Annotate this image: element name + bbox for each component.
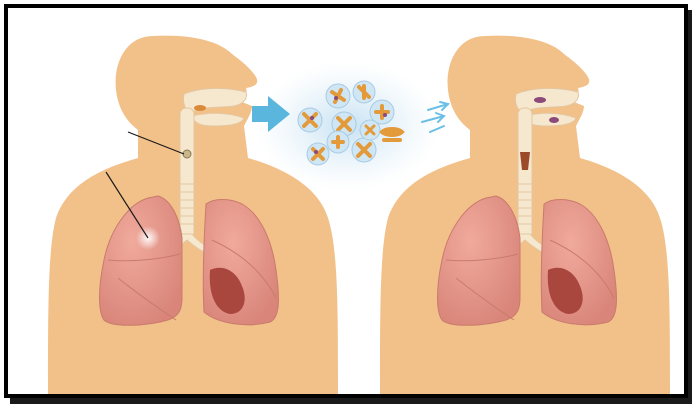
particle: [352, 138, 376, 162]
diagram-frame: [4, 4, 688, 398]
right-oral-particle: [549, 117, 559, 123]
particle: [360, 120, 380, 140]
particle: [326, 84, 350, 108]
particle: [382, 129, 402, 140]
particle: [327, 131, 349, 153]
right-nasal-particle: [534, 97, 546, 103]
particle: [353, 81, 375, 103]
particle: [307, 143, 329, 165]
right-person: [380, 36, 670, 394]
left-nasal-particle: [194, 105, 206, 111]
left-trachea-deposit: [183, 150, 191, 158]
left-oral-cavity: [192, 113, 244, 126]
right-trachea: [518, 108, 532, 238]
left-trachea: [180, 108, 194, 238]
particle: [298, 108, 322, 132]
respiratory-diagram: [8, 8, 684, 394]
